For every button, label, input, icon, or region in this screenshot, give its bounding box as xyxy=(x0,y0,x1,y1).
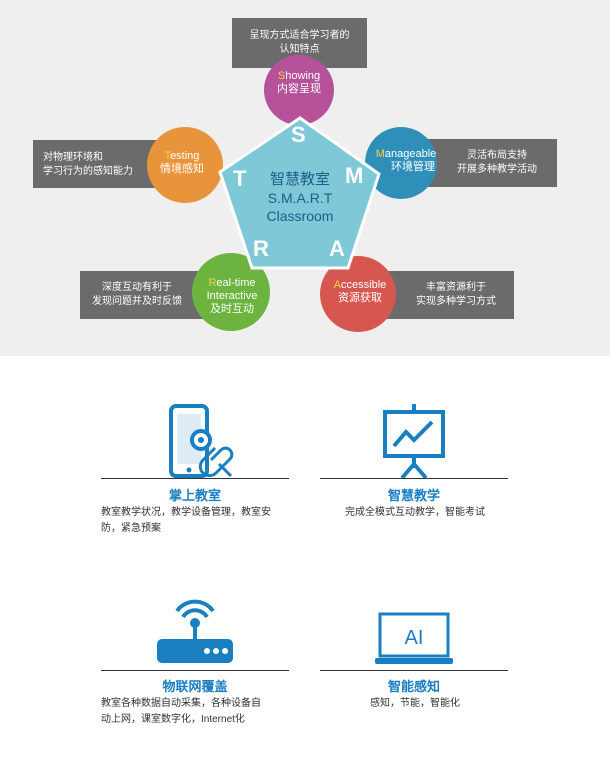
node-circle-showing xyxy=(264,55,334,125)
node-word: esting xyxy=(170,150,200,162)
node-word: howing xyxy=(285,70,321,82)
note-line: 开展多种教学活动 xyxy=(457,164,537,175)
node-circle-manageable xyxy=(365,127,437,199)
node-cn: 资源获取 xyxy=(338,292,382,304)
smart-classroom-diagram: 呈现方式适合学习者的 认知特点 灵活布局支持 开展多种教学活动 丰富资源利于 实… xyxy=(0,0,610,356)
feature-iot-coverage: 物联网覆盖 教室各种数据自动采集，各种设备自 动上网，课室数字化，Interne… xyxy=(101,590,289,730)
feature-palm-classroom: 掌上教室 教室教学状况，教学设备管理，教室安 防，紧急预案 xyxy=(101,396,289,536)
center-title-en: Classroom xyxy=(266,208,334,224)
node-initial: A xyxy=(333,279,342,291)
letter-t: T xyxy=(233,166,247,191)
note-line: 认知特点 xyxy=(279,44,320,55)
letter-s: S xyxy=(291,122,306,147)
feature-desc-line: 完成全模式互动教学，智能考试 xyxy=(345,507,485,518)
note-showing: 呈现方式适合学习者的 认知特点 xyxy=(232,29,367,57)
diagram-shapes xyxy=(33,18,557,332)
note-line: 深度互动有利于 xyxy=(102,282,172,293)
node-word: anageable xyxy=(384,148,437,160)
ai-monitor-icon: AI xyxy=(375,612,453,664)
node-word: ccessible xyxy=(341,279,387,291)
note-realtime: 深度互动有利于 发现问题并及时反馈 xyxy=(80,281,194,309)
node-label-showing: Showing 内容呈现 xyxy=(264,70,334,96)
feature-divider xyxy=(320,670,508,671)
feature-desc-line: 动上网，课室数字化，Internet化 xyxy=(101,714,245,725)
node-word: eal-time xyxy=(216,277,256,289)
node-word: Interactive xyxy=(206,290,258,302)
note-manageable: 灵活布局支持 开展多种教学活动 xyxy=(437,149,557,177)
node-label-manageable: Manageable 环境管理 xyxy=(368,148,444,174)
feature-title: 智慧教学 xyxy=(387,488,440,503)
feature-title: 智能感知 xyxy=(387,679,440,694)
node-cn: 环境管理 xyxy=(391,161,435,173)
center-title-acronym: S.M.A.R.T xyxy=(267,190,333,206)
feature-desc-line: 感知，节能，智能化 xyxy=(370,698,460,709)
node-circle-testing xyxy=(147,127,223,203)
center-title-cn: 智慧教室 xyxy=(269,171,330,188)
note-line: 发现问题并及时反馈 xyxy=(92,296,182,307)
node-cn: 情境感知 xyxy=(160,163,204,175)
note-line: 灵活布局支持 xyxy=(467,150,527,161)
feature-desc-line: 防，紧急预案 xyxy=(101,523,161,534)
feature-desc: 教室各种数据自动采集，各种设备自 动上网，课室数字化，Internet化 xyxy=(101,696,291,728)
node-label-realtime: Real-time Interactive 及时互动 xyxy=(196,277,268,316)
wireless-router-icon xyxy=(157,599,233,663)
feature-smart-teaching: 智慧教学 完成全模式互动教学，智能考试 xyxy=(320,396,508,536)
feature-divider xyxy=(101,670,289,671)
node-initial: T xyxy=(164,150,171,162)
node-circle-realtime xyxy=(192,253,270,331)
node-label-testing: Testing 情境感知 xyxy=(150,150,214,176)
feature-desc: 教室教学状况，教学设备管理，教室安 防，紧急预案 xyxy=(101,505,291,537)
feature-divider xyxy=(320,478,508,479)
node-cn: 及时互动 xyxy=(210,303,254,315)
note-accessible: 丰富资源利于 实现多种学习方式 xyxy=(398,281,514,309)
feature-smart-sensing: AI 智能感知 感知，节能，智能化 xyxy=(320,590,508,730)
feature-desc-line: 教室各种数据自动采集，各种设备自 xyxy=(101,698,261,709)
node-label-accessible: Accessible 资源获取 xyxy=(324,279,396,305)
svg-text:AI: AI xyxy=(405,627,424,649)
node-initial: R xyxy=(208,277,217,289)
node-cn: 内容呈现 xyxy=(277,83,321,95)
phone-gear-icon xyxy=(169,404,234,478)
note-line: 呈现方式适合学习者的 xyxy=(249,30,350,41)
feature-title: 掌上教室 xyxy=(168,488,221,503)
center-pentagon xyxy=(218,116,381,270)
note-line: 实现多种学习方式 xyxy=(416,296,496,307)
presentation-board-icon xyxy=(383,404,445,480)
note-line: 对物理环境和 xyxy=(43,152,103,163)
node-initial: S xyxy=(277,70,286,82)
note-line: 丰富资源利于 xyxy=(426,282,486,293)
feature-desc-line: 教室教学状况，教学设备管理，教室安 xyxy=(101,507,271,518)
feature-title: 物联网覆盖 xyxy=(162,679,228,694)
node-initial: M xyxy=(375,148,385,160)
feature-divider xyxy=(101,478,289,479)
feature-desc: 完成全模式互动教学，智能考试 xyxy=(320,505,510,521)
node-circle-accessible xyxy=(320,256,396,332)
letter-r: R xyxy=(253,236,269,261)
letter-m: M xyxy=(345,163,364,188)
note-testing: 对物理环境和 学习行为的感知能力 xyxy=(33,151,159,179)
letter-a: A xyxy=(329,236,345,261)
note-line: 学习行为的感知能力 xyxy=(43,166,133,177)
center-title: 智慧教室 S.M.A.R.T Classroom xyxy=(250,170,350,225)
feature-desc: 感知，节能，智能化 xyxy=(320,696,510,712)
